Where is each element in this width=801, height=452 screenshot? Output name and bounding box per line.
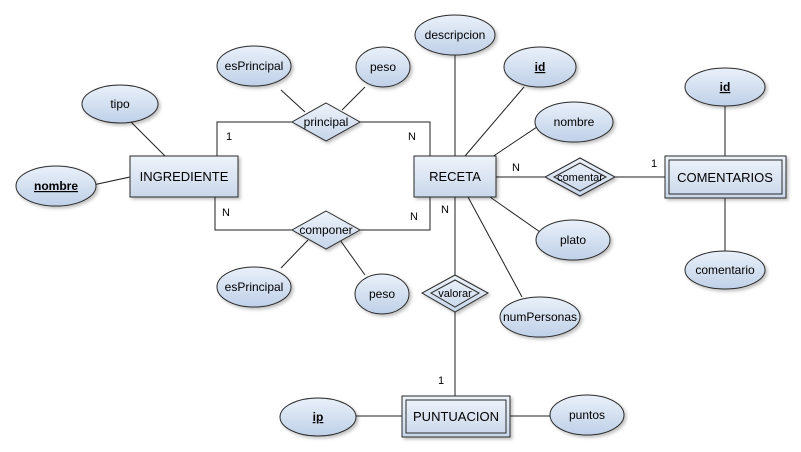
cardinality-labels: 1 N N N N 1 N 1 (222, 131, 657, 387)
attribute-puntuacion-ip-label: ip (313, 410, 324, 424)
cardinality-comentar-comentarios: 1 (651, 158, 657, 170)
cardinality-componer-receta: N (410, 211, 418, 223)
attribute-componer-esprincipal-label: esPrincipal (225, 280, 284, 294)
attribute-receta-id[interactable]: id (503, 46, 577, 88)
cardinality-comentar-receta: N (512, 162, 520, 174)
attribute-receta-numpersonas-label: numPersonas (503, 310, 577, 324)
relationship-comentar-label: comentar (557, 172, 603, 184)
attribute-receta-numpersonas[interactable]: numPersonas (499, 296, 581, 338)
attribute-puntuacion-puntos-label: puntos (569, 408, 605, 422)
line-receta-id (464, 86, 525, 157)
attribute-principal-esprincipal-label: esPrincipal (225, 59, 284, 73)
cardinality-valorar-receta: N (441, 204, 449, 216)
attribute-comentarios-comentario[interactable]: comentario (684, 250, 766, 290)
line-principal-peso (341, 86, 366, 111)
attribute-principal-peso-label: peso (370, 60, 396, 74)
attribute-puntuacion-puntos[interactable]: puntos (549, 394, 625, 436)
line-ingrediente-tipo (129, 120, 166, 157)
relationship-componer-label: componer (299, 223, 352, 237)
entity-receta[interactable]: RECETA (413, 155, 497, 198)
entity-comentarios[interactable]: COMENTARIOS (664, 155, 787, 199)
attribute-ingrediente-nombre[interactable]: nombre (15, 165, 97, 207)
entity-ingrediente[interactable]: INGREDIENTE (129, 155, 239, 198)
attribute-principal-esprincipal[interactable]: esPrincipal (216, 45, 292, 87)
relationship-valorar-label: valorar (438, 288, 472, 300)
entity-comentarios-label: COMENTARIOS (677, 170, 773, 185)
line-receta-numpersonas (467, 196, 523, 298)
entity-receta-label: RECETA (429, 169, 481, 184)
attribute-receta-nombre-label: nombre (554, 115, 595, 129)
relationship-principal-label: principal (304, 115, 349, 129)
attribute-puntuacion-ip[interactable]: ip (279, 397, 357, 437)
attribute-comentarios-id[interactable]: id (684, 67, 766, 107)
attribute-receta-plato-label: plato (560, 233, 586, 247)
attribute-receta-plato[interactable]: plato (535, 219, 611, 261)
attribute-comentarios-comentario-label: comentario (695, 263, 755, 277)
attribute-componer-peso-label: peso (369, 287, 395, 301)
line-ingrediente-principal (216, 121, 292, 156)
line-componer-receta (360, 197, 431, 231)
cardinality-principal-receta: N (408, 131, 416, 143)
relationship-valorar[interactable]: valorar (420, 274, 490, 313)
line-componer-esprincipal (280, 239, 309, 269)
attribute-principal-peso[interactable]: peso (355, 46, 411, 88)
line-ingrediente-componer (214, 197, 292, 231)
line-componer-peso (339, 239, 366, 276)
entity-puntuacion[interactable]: PUNTUACION (401, 395, 511, 438)
relationship-componer[interactable]: componer (290, 210, 362, 250)
cardinality-principal-ingrediente: 1 (226, 131, 232, 143)
entity-ingrediente-label: INGREDIENTE (140, 169, 229, 184)
attribute-ingrediente-tipo-label: tipo (110, 97, 130, 111)
attribute-receta-descripcion-label: descripcion (425, 28, 486, 42)
entity-puntuacion-label: PUNTUACION (413, 409, 499, 424)
relationship-comentar[interactable]: comentar (543, 157, 617, 197)
line-principal-receta (360, 121, 431, 156)
attribute-componer-esprincipal[interactable]: esPrincipal (216, 266, 292, 308)
cardinality-componer-ingrediente: N (222, 207, 230, 219)
attribute-componer-peso[interactable]: peso (354, 273, 410, 315)
line-principal-espincipal (280, 89, 306, 113)
relationship-principal[interactable]: principal (290, 102, 362, 142)
cardinality-valorar-puntuacion: 1 (438, 375, 444, 387)
attribute-receta-nombre[interactable]: nombre (534, 101, 614, 143)
attribute-ingrediente-tipo[interactable]: tipo (81, 84, 159, 124)
line-ingrediente-nombre (92, 176, 131, 186)
attribute-comentarios-id-label: id (720, 80, 731, 94)
attribute-ingrediente-nombre-label: nombre (34, 179, 78, 193)
attribute-receta-id-label: id (535, 60, 546, 74)
attribute-receta-descripcion[interactable]: descripcion (414, 14, 496, 56)
connector-lines (92, 55, 726, 417)
line-receta-plato (489, 196, 541, 233)
